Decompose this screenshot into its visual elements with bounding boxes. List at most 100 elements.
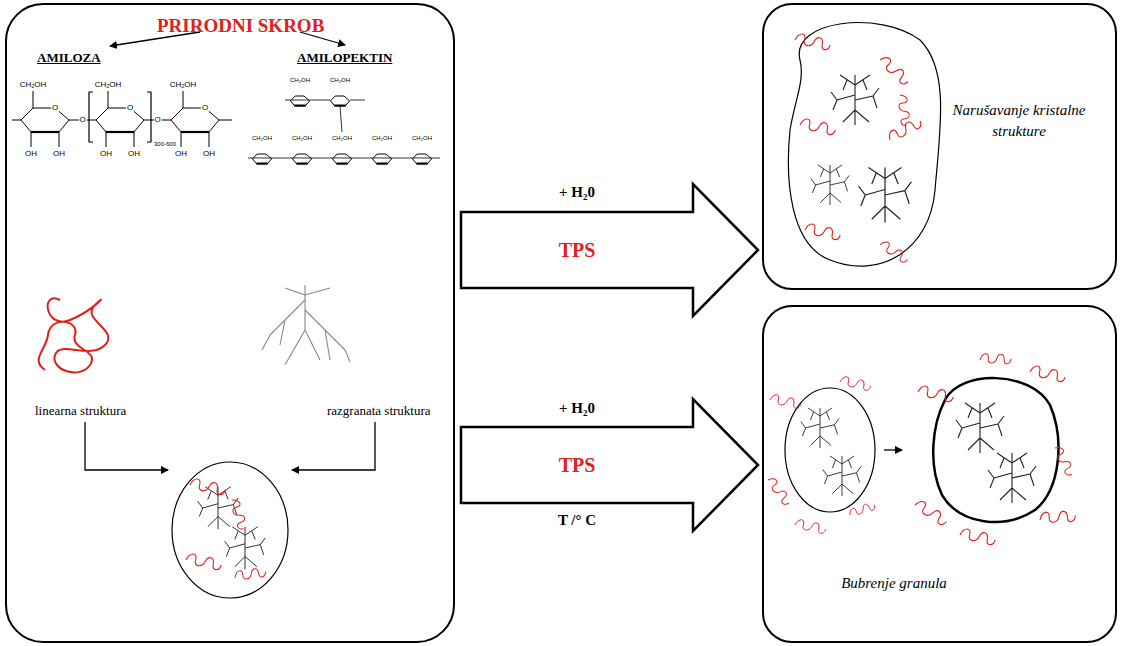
amylose-chain: [186, 554, 221, 570]
amylose-chain: [848, 498, 877, 521]
chemical-label: O: [51, 104, 59, 112]
chemical-label: OH: [174, 150, 188, 158]
ring-front-edge: [376, 163, 387, 165]
amylose-chain: [1030, 366, 1065, 382]
bracket: [89, 92, 93, 142]
bond: [108, 91, 109, 108]
chemical-label: CH₂OH: [94, 81, 123, 89]
sugar-ring: [252, 154, 271, 164]
amylose-chain: [225, 497, 252, 530]
amylopectin-branch: [811, 165, 849, 205]
amylose-chain: [979, 349, 1012, 368]
structure-label: razgranata struktura: [327, 403, 431, 419]
bond: [33, 91, 34, 108]
chemical-label: CH₂OH: [251, 135, 273, 141]
chemical-label: CH₂OH: [289, 77, 311, 83]
result-panel: Narušavanje kristalne strukture: [762, 3, 1117, 290]
sugar-ring: [292, 154, 311, 164]
transition-arrow: [884, 449, 902, 450]
reagent-label: + H₂0: [559, 401, 595, 416]
branch-bond: [340, 106, 342, 132]
amylose-chain: [912, 499, 950, 526]
chemical-structure: [12, 91, 440, 164]
amylose-chain: [770, 395, 801, 409]
ring-front-edge: [294, 104, 305, 106]
chemical-label: 300-600: [153, 141, 177, 147]
amylose-chain: [190, 479, 225, 495]
reagent-label: + H₂0: [559, 185, 595, 200]
component-name: AMILOPEKTIN: [297, 50, 392, 66]
result-caption: Bubrenje granula: [784, 575, 1004, 592]
chemical-label: OH: [52, 150, 66, 158]
ring-front-edge: [256, 163, 267, 165]
amylopectin-branch: [988, 453, 1036, 503]
chemical-label: OH: [99, 150, 113, 158]
chemical-label: CH₂OH: [329, 77, 351, 83]
result-panel: Bubrenje granula: [762, 305, 1117, 643]
result-caption: Narušavanje kristalne strukture: [944, 100, 1094, 142]
chemical-label: OH: [24, 150, 38, 158]
block-arrow: [461, 399, 758, 531]
sugar-ring: [21, 108, 69, 132]
leader-line: [292, 422, 375, 470]
amylose-chain: [1049, 445, 1079, 477]
bond: [134, 132, 135, 147]
bond: [12, 120, 21, 121]
amylose-chain: [1038, 505, 1076, 529]
sugar-ring: [332, 154, 351, 164]
bond: [181, 132, 182, 147]
edge-label: TPS: [557, 240, 598, 260]
amylose-chain: [918, 386, 953, 402]
chemical-label: CH₂OH: [331, 135, 353, 141]
amylopectin-tree: [262, 285, 350, 365]
amylose-coil: [39, 298, 109, 372]
granule: [785, 388, 875, 512]
starch-granule: [172, 462, 288, 598]
disrupted-granule: [788, 23, 940, 267]
bond: [209, 132, 210, 147]
ring-front-edge: [416, 163, 427, 165]
ring-front-edge: [336, 163, 347, 165]
chemical-label: CH₂OH: [169, 81, 198, 89]
sugar-ring: [372, 154, 391, 164]
sugar-ring: [330, 96, 349, 106]
amylose-chain: [795, 520, 826, 534]
chemical-label: CH₂OH: [291, 135, 313, 141]
sugar-ring: [171, 108, 219, 132]
amylopectin-branch: [823, 456, 861, 496]
chemical-label: CH₂OH: [371, 135, 393, 141]
sugar-ring: [96, 108, 144, 132]
ring-front-edge: [296, 163, 307, 165]
bond: [248, 158, 440, 159]
starch-panel: PRIRODNI SKROBAMILOZAAMILOPEKTINlinearna…: [5, 3, 455, 643]
bond: [59, 132, 60, 147]
amylose-chain: [892, 93, 915, 127]
amylose-chain: [886, 113, 923, 148]
amylose-chain: [875, 55, 913, 86]
chemical-label: O: [201, 104, 209, 112]
ring-front-edge: [31, 131, 59, 133]
chemical-label: O: [78, 116, 86, 124]
amylopectin-branch: [225, 527, 266, 570]
amylose-chain: [763, 476, 795, 506]
reagent-label: T /° C: [558, 513, 596, 528]
bond: [219, 120, 232, 121]
component-name: AMILOZA: [37, 50, 101, 66]
chemical-label: O: [153, 116, 161, 124]
amylose-chain: [805, 224, 840, 240]
chemical-label: OH: [202, 150, 216, 158]
bond: [31, 132, 32, 147]
amylopectin-branch: [859, 168, 912, 223]
sugar-ring: [290, 96, 309, 106]
amylopectin-branch: [956, 403, 1004, 453]
amylose-chain: [877, 240, 911, 263]
chemical-label: CH₂OH: [411, 135, 433, 141]
amylose-chain: [795, 34, 830, 50]
title-text: PRIRODNI SKROB: [157, 15, 324, 37]
bond: [106, 132, 107, 147]
amylose-chain: [800, 119, 835, 135]
ring-front-edge: [181, 131, 209, 133]
amylose-chain: [233, 563, 267, 586]
